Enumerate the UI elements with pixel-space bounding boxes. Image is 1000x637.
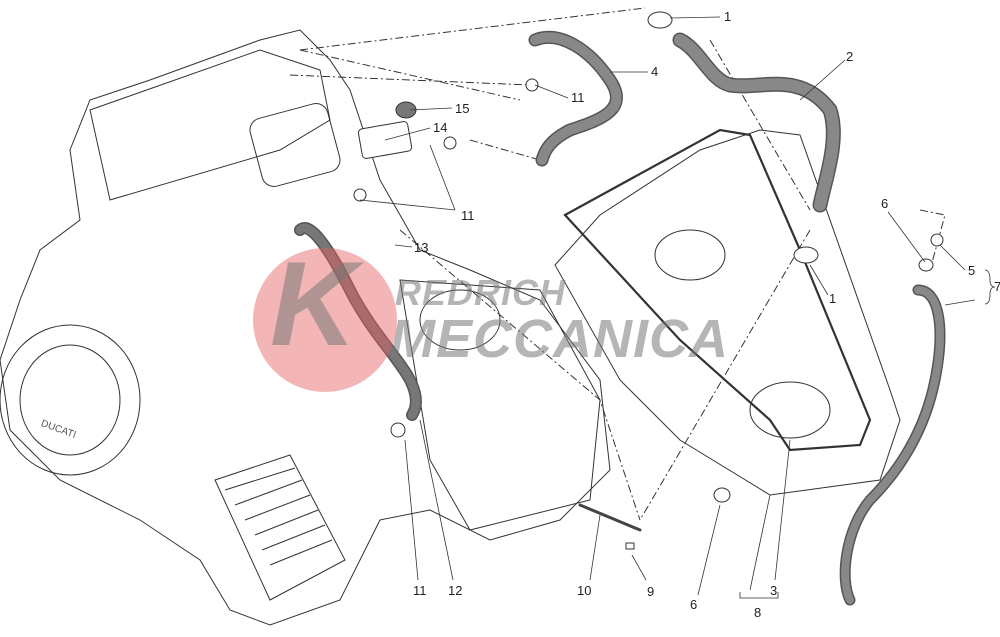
callout-12: 12: [448, 583, 463, 598]
clip-11d: [443, 136, 457, 150]
fitting-5: [930, 233, 944, 247]
callout-6: 6: [690, 597, 698, 612]
valve-cover-gasket: [563, 128, 872, 452]
watermark-logo: [253, 248, 397, 392]
callout-9: 9: [647, 584, 655, 599]
callout-14: 14: [433, 120, 448, 135]
valve-cover: [554, 129, 901, 496]
engine-block: [0, 29, 611, 626]
callout-11: 11: [571, 90, 585, 105]
callout-1: 1: [829, 291, 837, 306]
callout-8: 8: [754, 605, 762, 620]
watermark-line2: MECCANICA: [390, 309, 729, 369]
callout-4: 4: [651, 64, 659, 79]
clip-11: [390, 422, 406, 438]
cylinder-head-upper: [89, 49, 331, 201]
callout-3: 3: [770, 583, 778, 598]
screw-9: [625, 542, 635, 550]
grommet-6b: [713, 487, 731, 503]
callout-11: 11: [413, 583, 427, 598]
callout-1: 1: [724, 9, 732, 24]
clamp-1b: [793, 246, 819, 264]
watermark-letter: K: [270, 237, 358, 371]
callout-7: 7: [994, 279, 1000, 294]
oil-cooler: [214, 454, 346, 601]
clutch-cover: [0, 324, 141, 476]
bolt-10: [578, 503, 642, 532]
callout-2: 2: [846, 49, 854, 64]
clamp-1: [647, 11, 673, 29]
clip-11c: [353, 188, 367, 202]
grommet-6a: [918, 258, 934, 272]
callout-6: 6: [881, 196, 889, 211]
clip-11b: [525, 78, 539, 92]
callout-10: 10: [577, 583, 592, 598]
watermark-line1: REDRICH: [395, 272, 567, 313]
callout-11: 11: [461, 208, 475, 223]
callout-13: 13: [414, 240, 429, 255]
callout-5: 5: [968, 263, 976, 278]
callout-15: 15: [455, 101, 470, 116]
cylinder-head-lower: [399, 279, 601, 531]
